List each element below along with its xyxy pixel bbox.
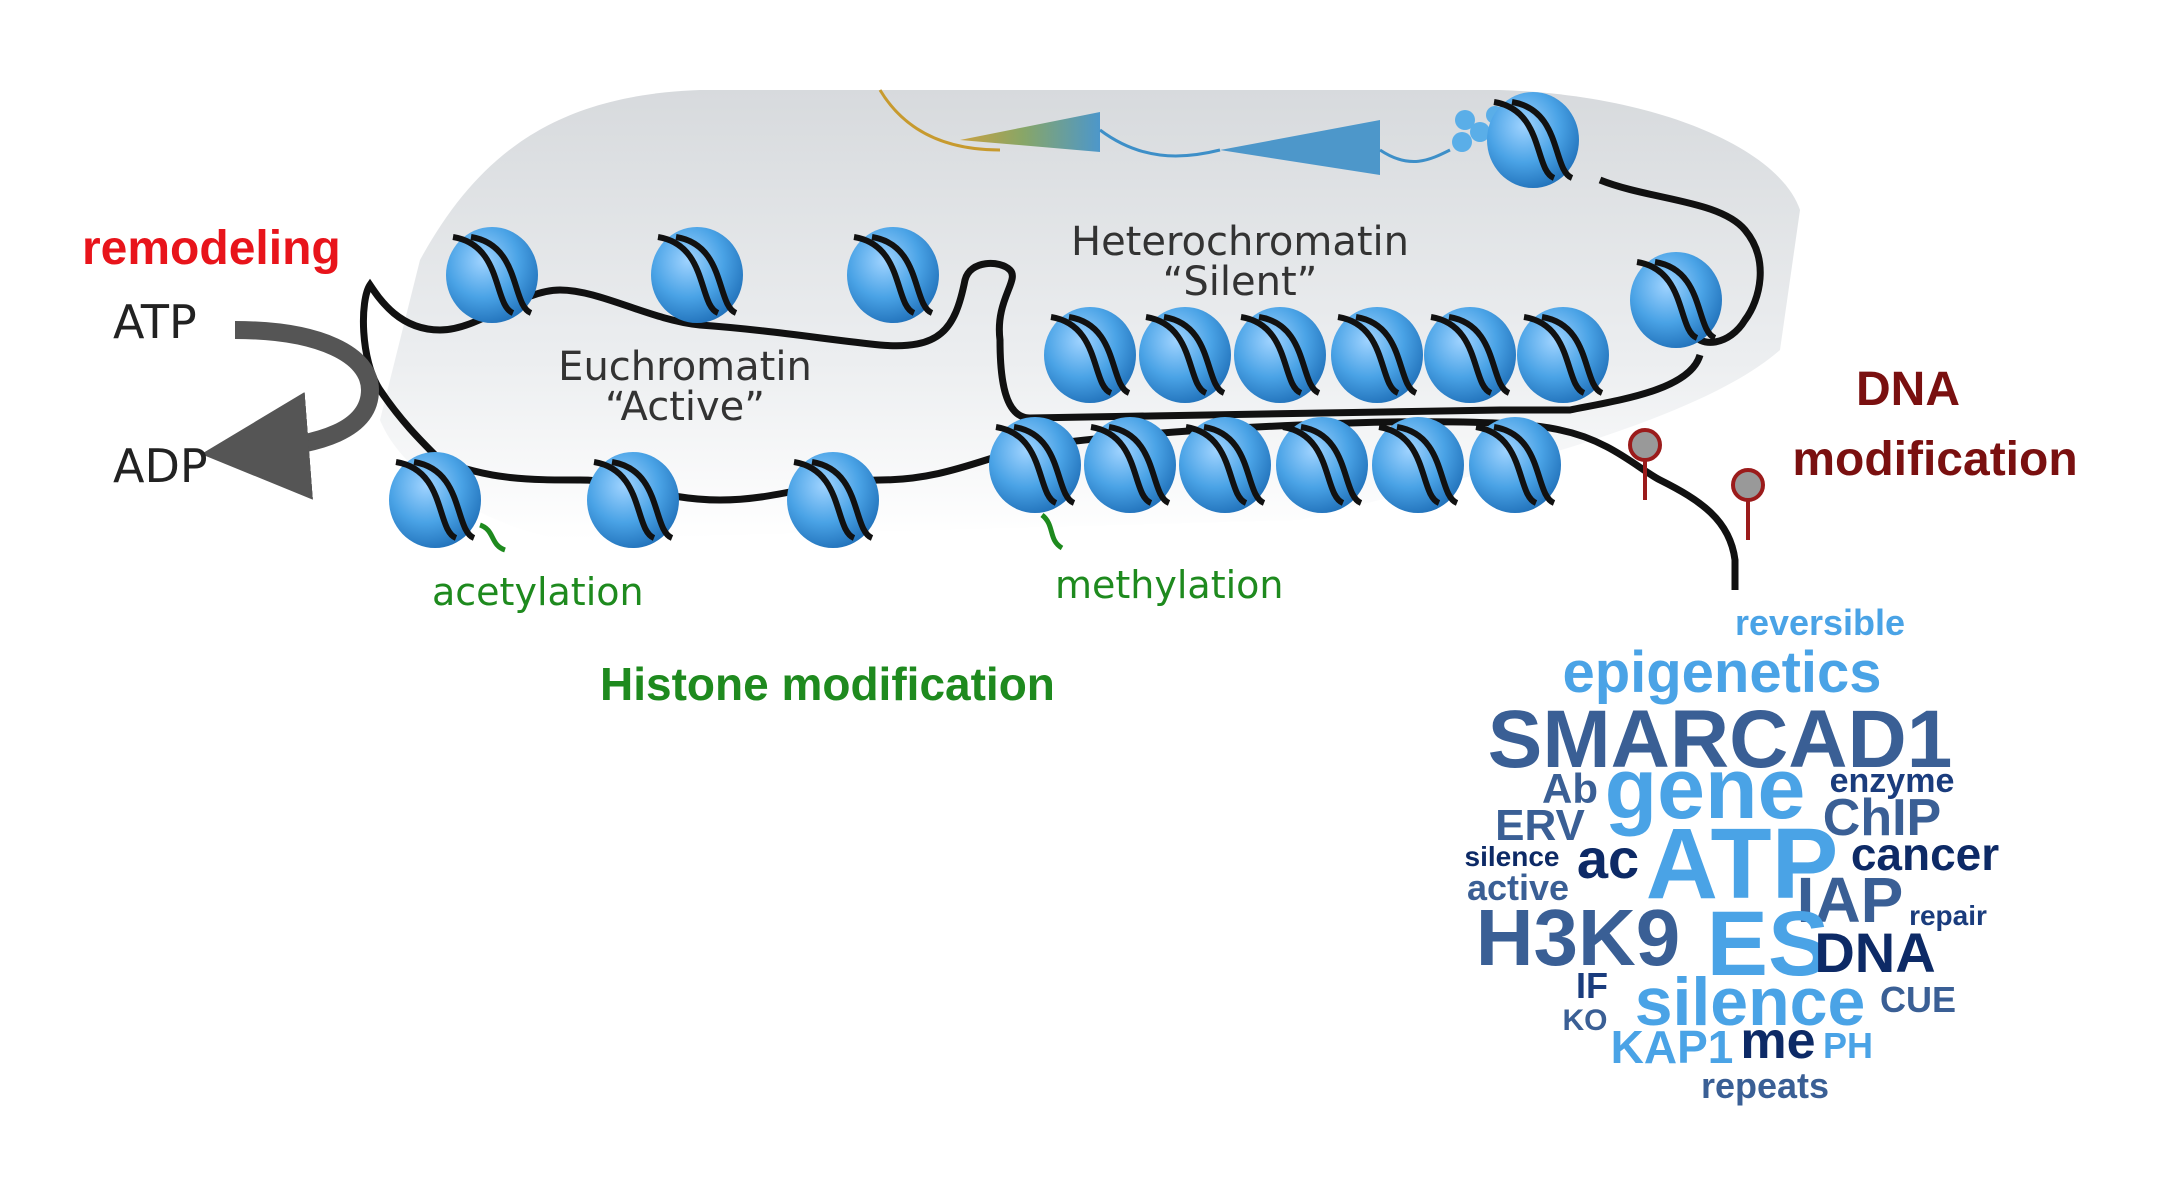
word-cloud: reversible epigenetics SMARCAD1 Ab gene … bbox=[1465, 602, 2000, 1106]
word-cloud-word: IF bbox=[1576, 965, 1608, 1006]
remodeling-arrow bbox=[201, 321, 380, 500]
dna-modification-subtitle: modification bbox=[1792, 433, 2077, 486]
word-cloud-word: gene bbox=[1605, 741, 1806, 837]
methylation-tail bbox=[1040, 513, 1064, 551]
remodeling-label: remodeling bbox=[82, 222, 341, 275]
word-cloud-word: ES bbox=[1707, 893, 1830, 995]
word-cloud-word: repair bbox=[1909, 900, 1987, 931]
atp-label: ATP bbox=[113, 295, 197, 349]
nucleosome bbox=[1044, 307, 1136, 403]
word-cloud-word: KO bbox=[1563, 1004, 1608, 1037]
word-cloud-word: KAP1 bbox=[1611, 1021, 1734, 1073]
nucleosome bbox=[1630, 252, 1722, 348]
nucleosome bbox=[1487, 92, 1579, 188]
nucleosome bbox=[587, 452, 679, 548]
nucleosome bbox=[1517, 307, 1609, 403]
acetylation-tail bbox=[478, 522, 507, 553]
nucleosome bbox=[1139, 307, 1231, 403]
word-cloud-word: repeats bbox=[1701, 1065, 1829, 1106]
word-cloud-word: cancer bbox=[1851, 828, 1999, 880]
word-cloud-word: ERV bbox=[1495, 801, 1585, 850]
word-cloud-word: PH bbox=[1823, 1025, 1873, 1066]
methylation-label: methylation bbox=[1055, 563, 1284, 607]
word-cloud-word: ac bbox=[1577, 827, 1639, 890]
nucleosome bbox=[1084, 417, 1176, 513]
nucleosome bbox=[787, 452, 879, 548]
word-cloud-word: epigenetics bbox=[1562, 640, 1881, 705]
adp-label: ADP bbox=[113, 439, 208, 493]
nucleosome bbox=[1469, 417, 1561, 513]
nucleosome bbox=[651, 227, 743, 323]
nucleosome bbox=[389, 452, 481, 548]
word-cloud-word: ATP bbox=[1646, 808, 1839, 920]
nucleosome bbox=[1372, 417, 1464, 513]
euchromatin-state: “Active” bbox=[605, 384, 765, 430]
histone-modification-label: Histone modification bbox=[600, 658, 1055, 710]
nucleosome bbox=[847, 227, 939, 323]
dna-methyl-lollipop bbox=[1628, 428, 1662, 500]
heterochromatin-state: “Silent” bbox=[1163, 259, 1318, 305]
nucleosome bbox=[446, 227, 538, 323]
word-cloud-word: IAP bbox=[1797, 864, 1904, 936]
dna-methyl-lollipop bbox=[1731, 468, 1765, 540]
euchromatin-label: Euchromatin bbox=[558, 344, 812, 390]
nucleosome bbox=[1179, 417, 1271, 513]
nucleosome bbox=[1331, 307, 1423, 403]
word-cloud-word: silence bbox=[1635, 964, 1866, 1040]
word-cloud-word: ChIP bbox=[1823, 789, 1941, 847]
word-cloud-word: silence bbox=[1465, 841, 1560, 872]
word-cloud-word: enzyme bbox=[1830, 762, 1955, 800]
word-cloud-word: SMARCAD1 bbox=[1488, 694, 1953, 785]
nucleosome bbox=[1424, 307, 1516, 403]
nucleosome bbox=[989, 417, 1081, 513]
word-cloud-word: reversible bbox=[1735, 602, 1905, 643]
nucleosome bbox=[1276, 417, 1368, 513]
dna-modification-title: DNA bbox=[1856, 363, 1960, 416]
word-cloud-word: H3K9 bbox=[1476, 893, 1681, 982]
word-cloud-word: CUE bbox=[1880, 979, 1956, 1020]
acetylation-label: acetylation bbox=[432, 570, 644, 614]
word-cloud-word: Ab bbox=[1542, 765, 1598, 812]
word-cloud-word: me bbox=[1740, 1012, 1815, 1070]
word-cloud-word: active bbox=[1467, 867, 1569, 908]
nucleosome bbox=[1234, 307, 1326, 403]
heterochromatin-label: Heterochromatin bbox=[1071, 219, 1409, 265]
word-cloud-word: DNA bbox=[1814, 921, 1935, 984]
